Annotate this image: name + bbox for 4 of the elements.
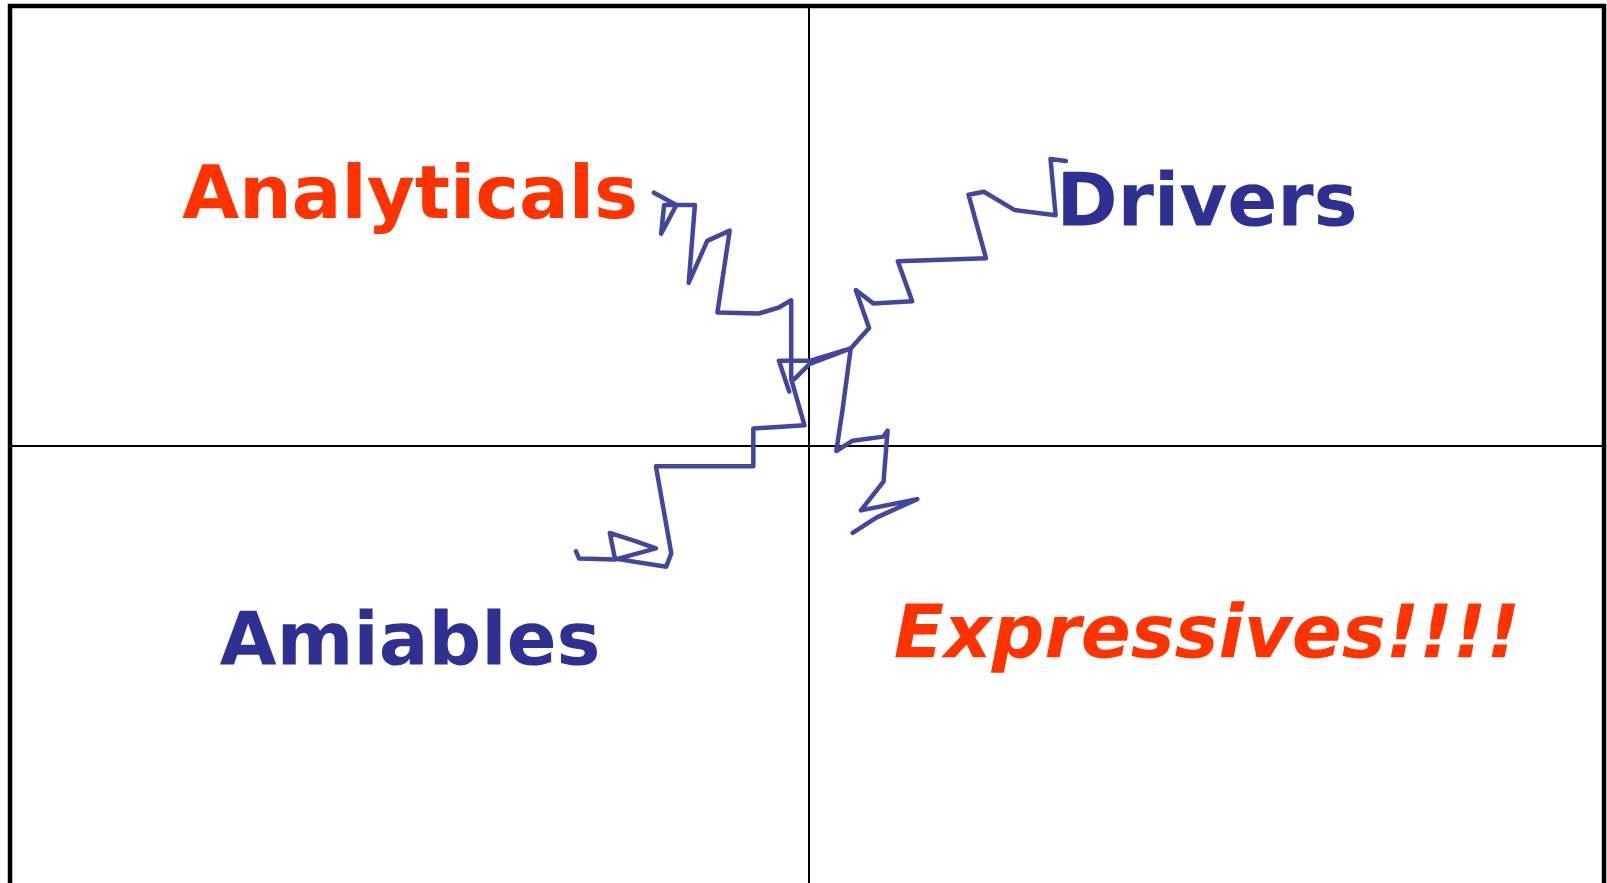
quadrant-label: Amiables <box>219 608 597 666</box>
quadrant-label: Analyticals <box>182 162 635 234</box>
quadrant-label: Drivers <box>1063 169 1355 227</box>
quadrant-label: Expressives!!!! <box>895 601 1516 673</box>
